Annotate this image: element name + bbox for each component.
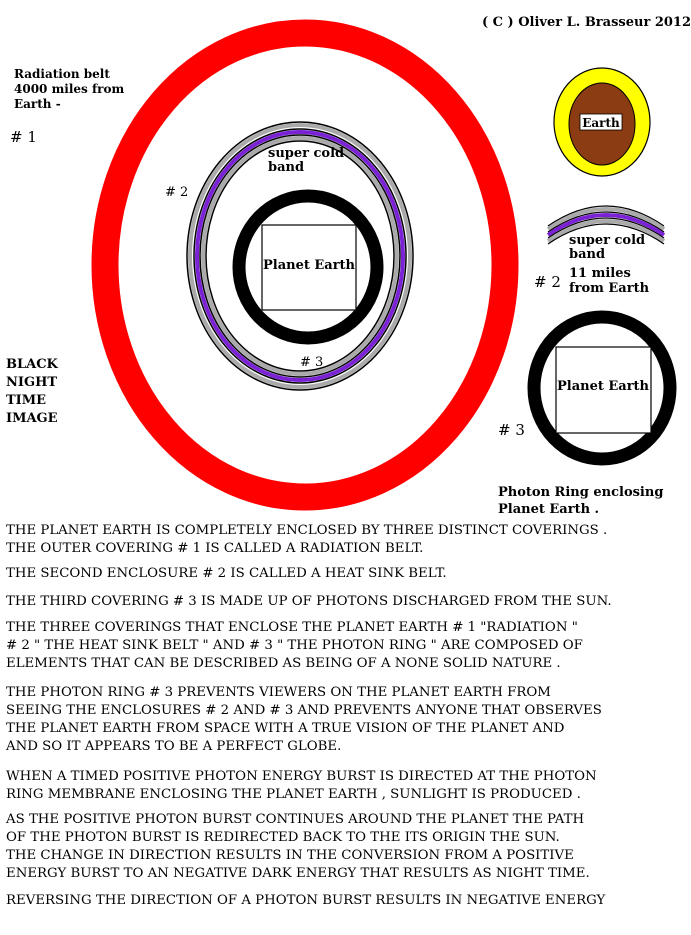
right-photon-ring bbox=[527, 310, 677, 466]
svg-text:from Earth: from Earth bbox=[569, 281, 650, 296]
right-covering-3-label: # 3 bbox=[498, 421, 525, 439]
svg-text:super cold: super cold bbox=[569, 233, 645, 248]
paragraph: WHEN A TIMED POSITIVE PHOTON ENERGY BURS… bbox=[6, 769, 597, 802]
planet-earth-label: Planet Earth bbox=[263, 258, 356, 273]
copyright-text: ( C ) Oliver L. Brasseur 2012 bbox=[482, 15, 691, 30]
right-planet-earth-box bbox=[555, 346, 652, 434]
enclosure-diagram: ( C ) Oliver L. Brasseur 2012 Radiation … bbox=[6, 15, 691, 517]
svg-text:TIME: TIME bbox=[6, 393, 46, 408]
svg-text:NIGHT: NIGHT bbox=[6, 375, 57, 390]
black-night-label: BLACK NIGHT TIME IMAGE bbox=[6, 357, 59, 426]
super-cold-band-label: super cold band bbox=[268, 146, 344, 175]
svg-text:Planet Earth .: Planet Earth . bbox=[498, 502, 599, 517]
covering-3-label: # 3 bbox=[300, 355, 323, 370]
earth-label: Earth bbox=[582, 116, 620, 130]
radiation-belt-ring bbox=[91, 19, 519, 511]
photon-ring bbox=[232, 189, 384, 345]
svg-text:Earth -: Earth - bbox=[14, 97, 61, 111]
svg-text:Radiation belt: Radiation belt bbox=[14, 67, 110, 81]
paragraph: THE SECOND ENCLOSURE # 2 IS CALLED A HEA… bbox=[6, 566, 447, 581]
paragraph: REVERSING THE DIRECTION OF A PHOTON BURS… bbox=[6, 893, 606, 908]
right-planet-earth-label: Planet Earth bbox=[557, 379, 650, 394]
svg-text:band: band bbox=[268, 160, 304, 175]
right-super-cold-label: super cold band bbox=[569, 233, 645, 262]
right-covering-2-label: # 2 bbox=[534, 273, 561, 291]
distance-label: 11 miles from Earth bbox=[569, 266, 650, 296]
heat-sink-band bbox=[186, 121, 414, 391]
svg-text:IMAGE: IMAGE bbox=[6, 411, 58, 426]
paragraph: AS THE POSITIVE PHOTON BURST CONTINUES A… bbox=[6, 812, 590, 881]
svg-text:11 miles: 11 miles bbox=[569, 266, 631, 281]
svg-text:band: band bbox=[569, 247, 605, 262]
svg-text:super cold: super cold bbox=[268, 146, 344, 161]
planet-earth-box bbox=[261, 224, 357, 311]
svg-text:BLACK: BLACK bbox=[6, 357, 59, 372]
covering-1-label: # 1 bbox=[10, 128, 37, 146]
svg-text:Photon Ring enclosing: Photon Ring enclosing bbox=[498, 485, 663, 500]
photon-ring-caption: Photon Ring enclosing Planet Earth . bbox=[498, 485, 663, 517]
radiation-belt-label: Radiation belt 4000 miles from Earth - bbox=[14, 67, 124, 111]
paragraph: THE PHOTON RING # 3 PREVENTS VIEWERS ON … bbox=[6, 685, 602, 754]
paragraph: THE THREE COVERINGS THAT ENCLOSE THE PLA… bbox=[6, 620, 583, 671]
paragraph: THE THIRD COVERING # 3 IS MADE UP OF PHO… bbox=[6, 594, 612, 609]
covering-2-label: # 2 bbox=[165, 185, 188, 200]
earth-label-box bbox=[579, 113, 623, 131]
heat-sink-band-detail bbox=[546, 205, 666, 245]
svg-text:4000 miles from: 4000 miles from bbox=[14, 82, 124, 96]
paragraph: THE PLANET EARTH IS COMPLETELY ENCLOSED … bbox=[6, 523, 608, 556]
